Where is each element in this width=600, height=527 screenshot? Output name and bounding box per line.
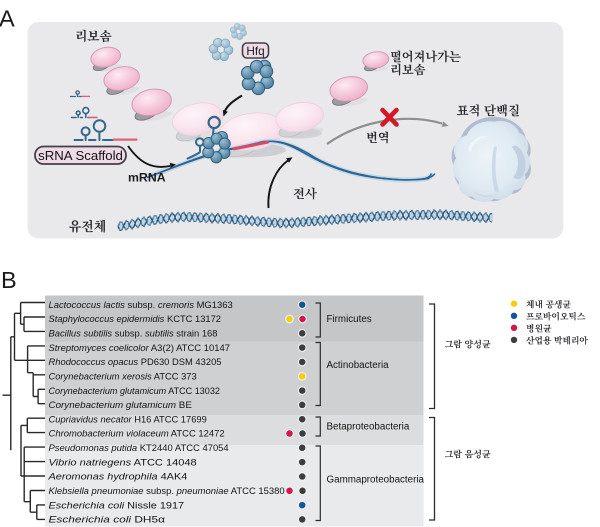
svg-text:Actinobacteria: Actinobacteria	[327, 360, 390, 371]
svg-text:Firmicutes: Firmicutes	[327, 314, 372, 325]
svg-text:Corynebacterium xerosis ATCC 3: Corynebacterium xerosis ATCC 373	[49, 372, 197, 382]
svg-text:sRNA Scaffold: sRNA Scaffold	[38, 148, 123, 163]
svg-text:Pseudomonas putida KT2440 ATCC: Pseudomonas putida KT2440 ATCC 47054	[49, 443, 229, 453]
svg-text:Escherichia coli DH5α: Escherichia coli DH5α	[49, 515, 166, 525]
svg-text:Betaproteobacteria: Betaproteobacteria	[327, 422, 410, 433]
svg-text:Corynebacterium glutamicum ATC: Corynebacterium glutamicum ATCC 13032	[49, 386, 220, 396]
svg-text:Cupriavidus necator H16 ATCC 1: Cupriavidus necator H16 ATCC 17699	[49, 414, 207, 424]
svg-text:Staphylococcus epidermidis KCT: Staphylococcus epidermidis KCTC 13172	[49, 314, 222, 324]
svg-text:Gammaproteobacteria: Gammaproteobacteria	[327, 474, 425, 485]
svg-text:Corynebacterium glutamicum BE: Corynebacterium glutamicum BE	[49, 400, 192, 410]
svg-text:Aeromonas hydrophila 4AK4: Aeromonas hydrophila 4AK4	[47, 472, 187, 482]
svg-text:Escherichia coli Nissle 1917: Escherichia coli Nissle 1917	[49, 500, 185, 510]
svg-text:A: A	[0, 6, 15, 32]
svg-text:Klebsiella pneumoniae subsp. p: Klebsiella pneumoniae subsp. pneumoniae …	[49, 486, 285, 496]
svg-text:Chromobacterium violaceum ATCC: Chromobacterium violaceum ATCC 12472	[49, 429, 225, 439]
svg-text:Bacillus subtilis subsp. subti: Bacillus subtilis subsp. subtilis strain…	[49, 329, 218, 339]
svg-text:Vibrio natriegens ATCC 14048: Vibrio natriegens ATCC 14048	[49, 457, 197, 467]
svg-text:Rhodococcus opacus PD630 DSM 4: Rhodococcus opacus PD630 DSM 43205	[49, 357, 222, 367]
svg-text:mRNA: mRNA	[128, 171, 166, 185]
svg-text:Hfq: Hfq	[246, 44, 264, 58]
svg-text:Streptomyces coelicolor A3(2): Streptomyces coelicolor A3(2) ATCC 10147	[49, 343, 231, 353]
svg-text:B: B	[1, 267, 17, 293]
svg-text:Lactococcus lactis subsp. crem: Lactococcus lactis subsp. cremoris MG136…	[49, 300, 233, 310]
